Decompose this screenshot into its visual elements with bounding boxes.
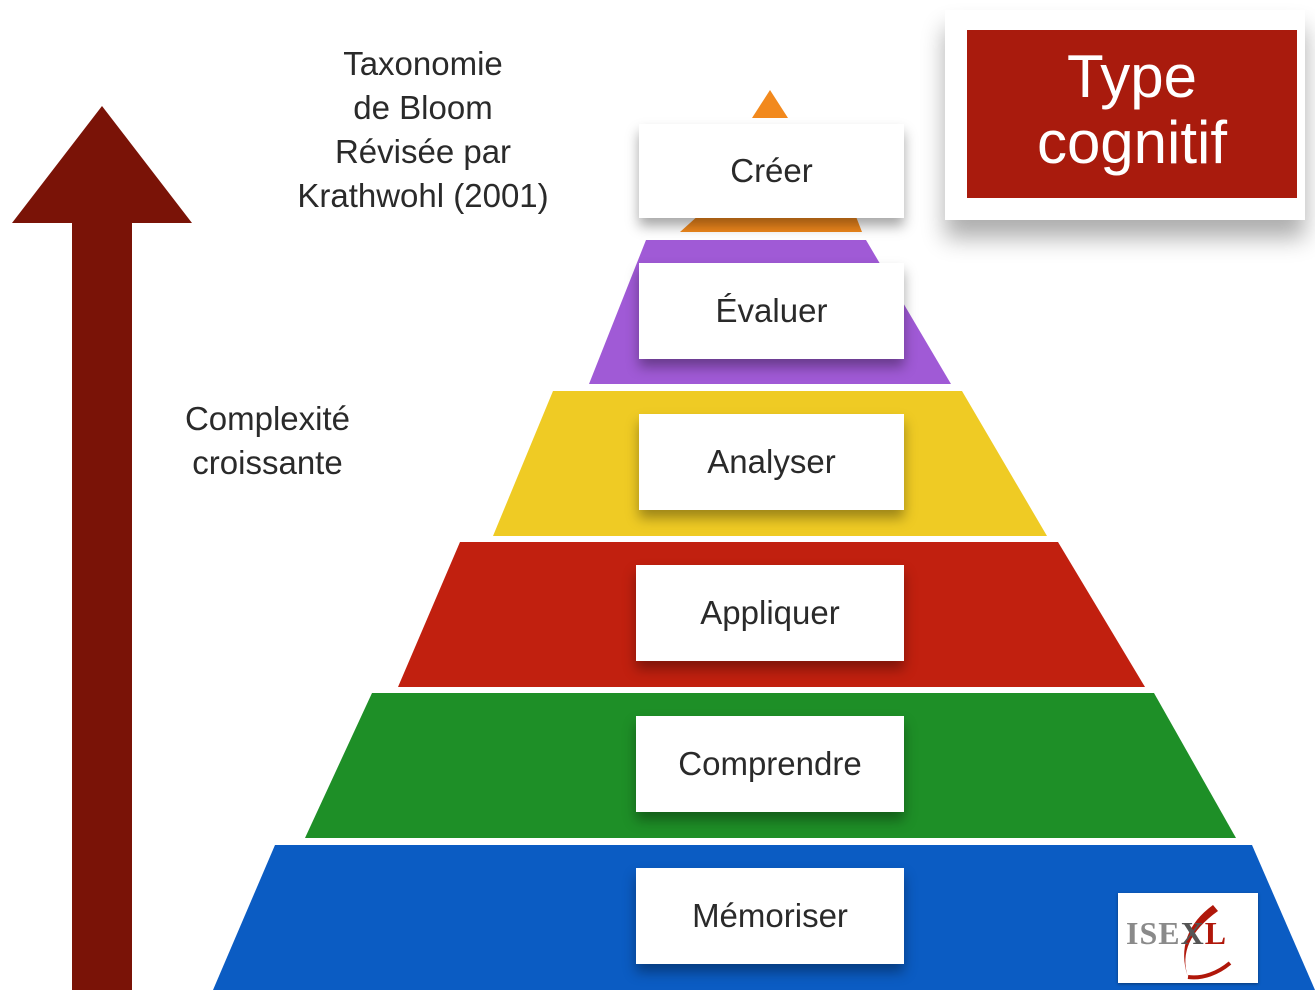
level-box-creer: Créer	[639, 124, 904, 218]
pyramid-apex	[752, 90, 788, 118]
title-line-3: Révisée par	[334, 133, 512, 170]
logo-text-l: L	[1204, 915, 1228, 951]
complexity-line-1: Complexité	[184, 400, 351, 437]
isexl-swoosh-icon	[1184, 905, 1232, 980]
level-label-appliquer: Appliquer	[700, 594, 840, 631]
level-box-memoriser: Mémoriser	[636, 868, 904, 964]
type-cognitif-card: Type cognitif	[945, 10, 1305, 220]
title-line-1: Taxonomie	[343, 45, 503, 82]
title-line-2: de Bloom	[353, 89, 493, 126]
level-label-analyser: Analyser	[707, 443, 836, 480]
type-cognitif-label: Type cognitif	[967, 30, 1297, 198]
level-label-comprendre: Comprendre	[678, 745, 862, 782]
level-box-comprendre: Comprendre	[636, 716, 904, 812]
pyramid-tier-creer	[680, 214, 862, 232]
complexity-label: Complexité croissante	[150, 397, 385, 485]
up-arrow-icon	[12, 106, 192, 990]
level-label-evaluer: Évaluer	[715, 292, 828, 329]
complexity-line-2: croissante	[192, 444, 343, 481]
level-label-memoriser: Mémoriser	[692, 897, 848, 934]
isexl-logo: ISEXL	[1118, 893, 1258, 983]
type-line-1: Type	[1066, 43, 1198, 110]
level-label-creer: Créer	[730, 152, 813, 189]
level-box-evaluer: Évaluer	[639, 263, 904, 359]
type-line-2: cognitif	[1036, 109, 1228, 176]
level-box-analyser: Analyser	[639, 414, 904, 510]
logo-text: ISEXL	[1126, 915, 1227, 952]
logo-text-ise: ISE	[1126, 915, 1181, 951]
diagram-title: Taxonomie de Bloom Révisée par Krathwohl…	[268, 42, 578, 218]
logo-text-x: X	[1180, 915, 1205, 951]
level-box-appliquer: Appliquer	[636, 565, 904, 661]
title-line-4: Krathwohl (2001)	[297, 177, 549, 214]
